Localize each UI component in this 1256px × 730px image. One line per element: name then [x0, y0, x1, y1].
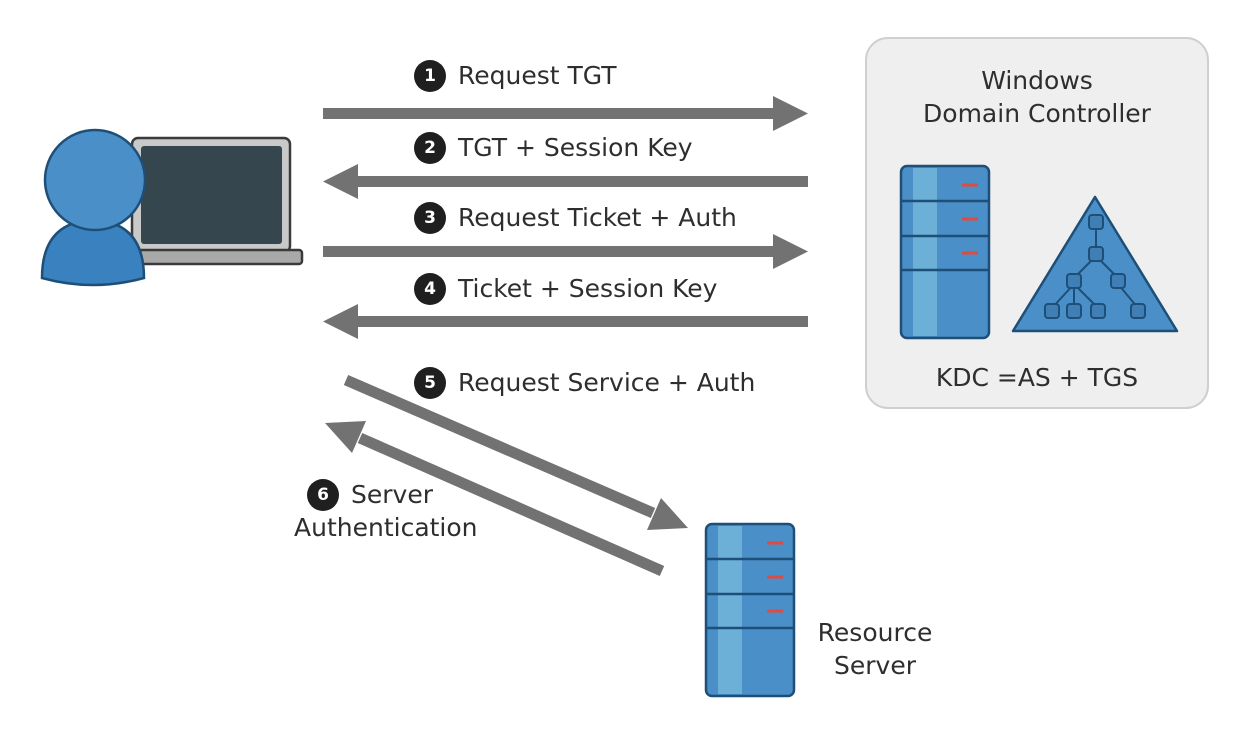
domain-controller-title-line1: Windows [981, 66, 1093, 95]
step-6-text-line2: Authentication [294, 513, 478, 542]
arrow-ticket-session-key [323, 304, 808, 339]
step-1-text: Request TGT [458, 61, 617, 90]
step-3-label: 3 Request Ticket + Auth [414, 202, 737, 234]
step-2-badge: 2 [414, 132, 446, 164]
domain-controller-title-line2: Domain Controller [923, 99, 1151, 128]
step-2-label: 2 TGT + Session Key [414, 132, 693, 164]
step-4-text: Ticket + Session Key [458, 274, 718, 303]
step-4-label: 4 Ticket + Session Key [414, 273, 717, 305]
step-4-badge: 4 [414, 273, 446, 305]
user-with-laptop-icon [40, 128, 304, 287]
kdc-footer-label: KDC =AS + TGS [935, 363, 1139, 392]
arrow-request-tgt [323, 96, 808, 131]
resource-server-label-line2: Server [834, 651, 916, 680]
arrow-request-service [343, 374, 688, 530]
step-5-badge: 5 [414, 367, 446, 399]
step-6-text-line1: Server [351, 480, 433, 509]
step-5-label: 5 Request Service + Auth [414, 367, 755, 399]
step-6-label: 6 Server [307, 479, 433, 511]
resource-server-icon [704, 522, 796, 698]
step-6-badge: 6 [307, 479, 339, 511]
step-1-badge: 1 [414, 60, 446, 92]
kdc-server-icon [899, 164, 991, 340]
step-3-text: Request Ticket + Auth [458, 203, 737, 232]
step-5-text: Request Service + Auth [458, 368, 756, 397]
directory-tree-triangle-icon [1011, 195, 1179, 333]
arrow-server-authentication [325, 421, 665, 577]
step-3-badge: 3 [414, 202, 446, 234]
step-2-text: TGT + Session Key [458, 133, 693, 162]
resource-server-label-line1: Resource [817, 618, 933, 647]
arrow-tgt-session-key [323, 164, 808, 199]
arrow-request-ticket [323, 234, 808, 269]
step-1-label: 1 Request TGT [414, 60, 617, 92]
